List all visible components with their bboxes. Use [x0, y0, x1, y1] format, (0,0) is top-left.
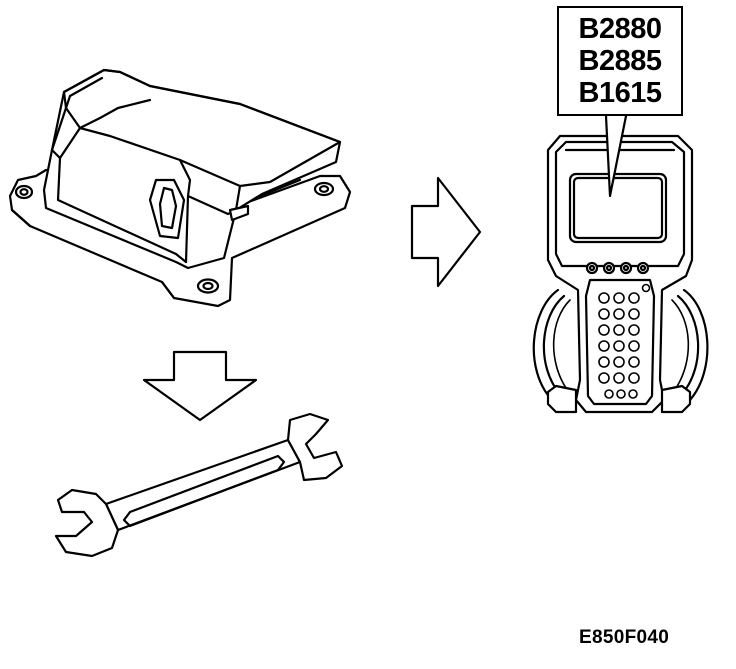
- figure-id: E850F040: [579, 627, 670, 648]
- wrench-icon: [54, 412, 344, 558]
- airbag-control-module-icon: [8, 68, 352, 308]
- dtc-code: B2880: [578, 13, 662, 45]
- dtc-code: B1615: [578, 77, 662, 109]
- dtc-code-callout: B2880 B2885 B1615: [557, 6, 683, 116]
- diagnostic-scan-tool-icon: [532, 114, 709, 414]
- arrow-down-icon: [142, 350, 258, 422]
- arrow-right-icon: [410, 176, 482, 288]
- dtc-code: B2885: [578, 45, 662, 77]
